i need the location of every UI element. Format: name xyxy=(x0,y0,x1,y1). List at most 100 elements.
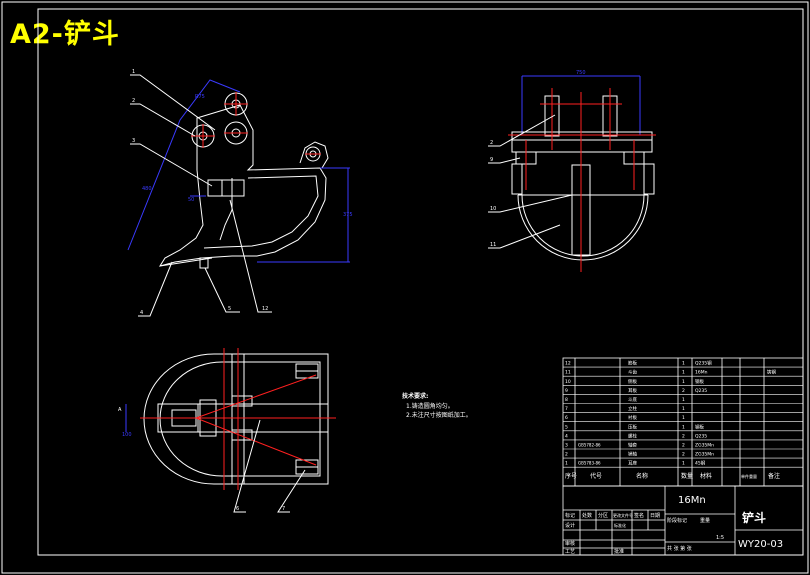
parts-cell-material: 16Mn xyxy=(695,370,708,376)
tb-sign: 签名 xyxy=(634,512,644,519)
parts-cell-no: 2 xyxy=(565,452,568,458)
tb-zone: 分区 xyxy=(598,512,608,519)
parts-cell-qty: 1 xyxy=(682,406,685,412)
parts-cell-material: Q235 xyxy=(695,388,707,394)
side-view-labels: 1 2 3 4 5 12 xyxy=(132,69,268,316)
svg-text:A: A xyxy=(118,407,122,413)
tb-date: 日期 xyxy=(650,513,660,519)
label-f-10: 10 xyxy=(490,206,496,212)
parts-cell-no: 12 xyxy=(565,361,571,367)
drawing-number-text: WY20-03 xyxy=(738,539,783,550)
parts-cell-name: 斗齿 xyxy=(628,370,637,376)
material-text: 16Mn xyxy=(678,495,706,506)
parts-cell-name: 耳板 xyxy=(628,387,637,394)
scale-text: 1:5 xyxy=(716,535,724,541)
tb-review: 审核 xyxy=(565,540,575,547)
notes-line-1: 1.铸造圆角均匀。 xyxy=(406,402,454,410)
label-t-6: 6 xyxy=(236,506,239,512)
parts-cell-material: 钢板 xyxy=(695,423,704,430)
parts-cell-qty: 1 xyxy=(682,379,685,385)
part-name-text: 铲斗 xyxy=(742,510,766,525)
parts-cell-qty: 1 xyxy=(682,424,685,430)
front-view: 750 xyxy=(488,70,656,272)
tb-standard: 标准化 xyxy=(614,522,626,528)
parts-cell-name: 耳座 xyxy=(628,460,637,467)
label-2: 2 xyxy=(132,98,135,104)
drawing-title: A2-铲斗 xyxy=(10,19,120,50)
top-view: A 100 xyxy=(118,348,336,513)
title-block xyxy=(562,485,804,556)
parts-cell-name: 立柱 xyxy=(628,405,637,412)
label-4: 4 xyxy=(140,310,143,316)
label-5: 5 xyxy=(228,306,231,312)
parts-header-code: 代号 xyxy=(590,472,602,480)
parts-cell-qty: 2 xyxy=(682,443,685,449)
tb-mark: 标记 xyxy=(565,512,575,519)
tb-process: 工艺 xyxy=(565,549,575,555)
parts-header-no: 序号 xyxy=(565,472,577,480)
label-1: 1 xyxy=(132,69,135,75)
label-3: 3 xyxy=(132,138,135,144)
parts-cell-qty: 1 xyxy=(682,415,685,421)
svg-text:750: 750 xyxy=(576,70,586,76)
parts-cell-qty: 2 xyxy=(682,433,685,439)
parts-cell-qty: 1 xyxy=(682,370,685,376)
parts-cell-name: 衬板 xyxy=(628,414,637,421)
parts-header-name: 名称 xyxy=(636,472,648,480)
parts-cell-name: 销轴 xyxy=(628,451,637,458)
notes-heading: 技术要求: xyxy=(402,392,428,400)
label-12: 12 xyxy=(262,306,268,312)
label-f-9: 9 xyxy=(490,157,493,163)
svg-text:50: 50 xyxy=(188,197,194,203)
parts-header-note: 备注 xyxy=(768,472,780,480)
parts-cell-material: ZG35Mn xyxy=(695,443,714,449)
label-t-7: 7 xyxy=(282,506,285,512)
notes-line-2: 2.未注尺寸按图纸加工。 xyxy=(406,411,472,419)
parts-cell-no: 1 xyxy=(565,461,568,467)
tb-approve: 批准 xyxy=(614,548,624,555)
parts-cell-qty: 2 xyxy=(682,388,685,394)
svg-text:100: 100 xyxy=(122,432,132,438)
parts-cell-material: 钢板 xyxy=(695,378,704,385)
parts-cell-qty: 2 xyxy=(682,452,685,458)
parts-cell-no: 9 xyxy=(565,388,568,394)
parts-cell-name: 筋板 xyxy=(628,360,637,367)
parts-cell-no: 7 xyxy=(565,406,568,412)
parts-cell-code: GB5783-86 xyxy=(578,461,601,466)
parts-cell-note: 铸钢 xyxy=(767,369,776,376)
label-f-11: 11 xyxy=(490,242,496,248)
parts-cell-no: 5 xyxy=(565,424,568,430)
parts-cell-no: 10 xyxy=(565,379,571,385)
parts-cell-no: 4 xyxy=(565,433,568,439)
top-view-labels: 6 7 xyxy=(236,506,285,512)
parts-cell-qty: 1 xyxy=(682,361,685,367)
parts-cell-no: 8 xyxy=(565,397,568,403)
parts-cell-name: 斗底 xyxy=(628,396,637,403)
title-block-text: 16Mn 铲斗 WY20-03 1:5 阶段标记 重量 共 张 第 张 标记 处… xyxy=(565,495,783,555)
parts-cell-no: 6 xyxy=(565,415,568,421)
parts-header-qty: 数量 xyxy=(681,472,693,480)
tb-design: 设计 xyxy=(565,522,575,529)
svg-text:R75: R75 xyxy=(195,94,205,100)
parts-cell-no: 11 xyxy=(565,370,571,376)
parts-cell-name: 侧板 xyxy=(628,378,637,385)
sheet-text: 共 张 第 张 xyxy=(667,545,692,552)
parts-cell-material: Q235 xyxy=(695,433,707,439)
label-f-2: 2 xyxy=(490,140,493,146)
parts-cell-name: 轴套 xyxy=(628,442,637,449)
parts-cell-qty: 1 xyxy=(682,397,685,403)
side-view: 480 R75 375 50 xyxy=(127,74,353,317)
stage-text: 阶段标记 xyxy=(667,517,687,524)
front-view-labels: 2 9 10 11 xyxy=(490,140,496,248)
parts-cell-material: ZG35Mn xyxy=(695,452,714,458)
svg-text:480: 480 xyxy=(142,186,152,192)
weight-text: 重量 xyxy=(700,517,710,524)
inner-border xyxy=(37,8,804,556)
parts-cell-code: GB5782-86 xyxy=(578,443,601,448)
tb-count: 处数 xyxy=(582,512,592,519)
parts-header-material: 材料 xyxy=(700,472,712,480)
parts-cell-name: 压板 xyxy=(628,423,637,430)
